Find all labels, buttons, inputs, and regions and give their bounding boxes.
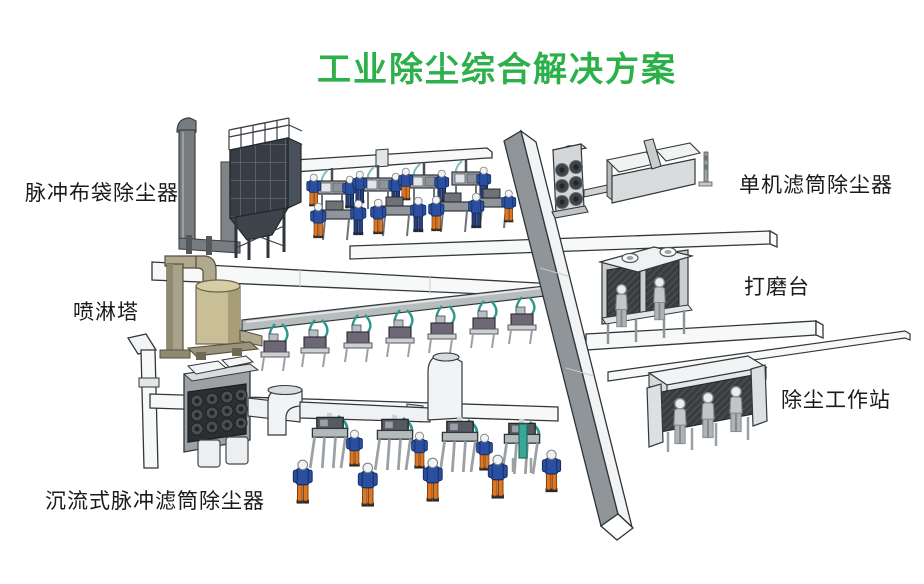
label-single-unit-cartridge-collector: 单机滤筒除尘器 (739, 173, 893, 197)
spray-tower (159, 255, 263, 360)
label-dust-removal-workstation: 除尘工作站 (781, 388, 891, 412)
label-spray-tower: 喷淋塔 (73, 300, 139, 324)
pulse-bag-collector (176, 117, 303, 260)
row3-workstations (292, 413, 562, 508)
label-pulse-bag-collector: 脉冲布袋除尘器 (25, 181, 179, 205)
row2-extraction-line (241, 285, 546, 373)
overhead-duct-row1 (293, 147, 493, 173)
main-diagonal-duct (503, 129, 635, 541)
dust-removal-workstation (646, 355, 768, 452)
label-grinding-table: 打磨台 (744, 275, 810, 299)
sink-flow-cartridge-collector (182, 352, 463, 468)
label-sink-flow-cartridge-collector: 沉流式脉冲滤筒除尘器 (45, 489, 265, 513)
single-unit-cartridge-collector (551, 138, 713, 219)
page-title: 工业除尘综合解决方案 (317, 50, 677, 90)
grinding-table (597, 246, 695, 344)
row1-workstations (306, 157, 517, 241)
